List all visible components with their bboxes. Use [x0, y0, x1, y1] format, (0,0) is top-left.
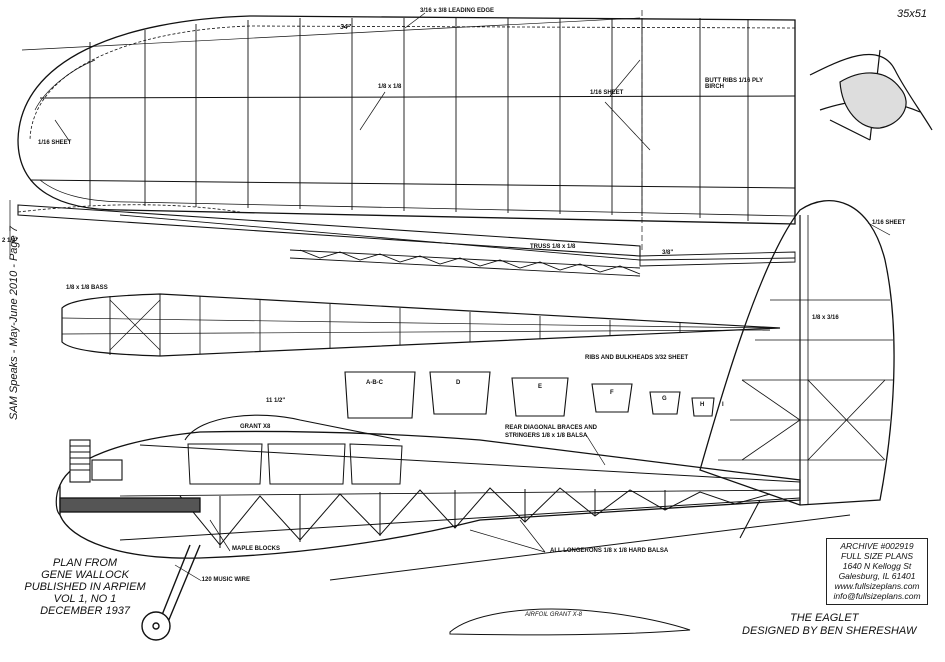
wing-leading-edge-inner: [29, 25, 796, 141]
wing-rear-spar: [29, 179, 796, 189]
stabilizer-bass-label: 1/8 x 1/8 BASS: [66, 285, 108, 291]
bulkhead-g: [649, 391, 681, 415]
wing-main-spar: [39, 95, 796, 99]
ground-line: [329, 514, 851, 581]
plan-from-line-2: GENE WALLOCK: [41, 569, 129, 581]
plan-title: THE EAGLET: [790, 612, 859, 624]
archive-line-1: ARCHIVE #002919: [840, 541, 914, 551]
wing-outline: [17, 15, 796, 225]
cabin-window-3: [349, 443, 403, 485]
source-note: SAM Speaks - May-June 2010 - Page 7: [8, 226, 20, 420]
archive-line-3: 1640 N Kellogg St: [842, 561, 912, 571]
fin-sheet-label: 1/16 SHEET: [872, 220, 906, 226]
butt-ribs-label: BUTT RIBS 1/16 PLY BIRCH: [705, 78, 764, 90]
bulkheads-title: RIBS AND BULKHEADS 3/32 SHEET: [585, 355, 689, 361]
tail-skid: [739, 499, 761, 539]
archive-line-6[interactable]: info@fullsizeplans.com: [833, 591, 921, 601]
fin-outline: [699, 200, 895, 506]
cabin-window-1: [187, 443, 263, 485]
stabilizer-outline: [61, 293, 781, 357]
aircraft-thumbnail-sketch: [809, 49, 933, 141]
scale-code: 35x51: [897, 8, 927, 20]
plan-from-line-1: PLAN FROM: [52, 557, 118, 569]
canopy-top: [184, 414, 401, 441]
fuselage-outline: [59, 430, 801, 559]
wing-truss: [289, 249, 641, 277]
cabin-window-2: [267, 443, 346, 485]
fin-rudder: [699, 200, 895, 506]
bulkhead-label-h: H: [700, 402, 705, 408]
archive-line-2: FULL SIZE PLANS: [840, 551, 914, 561]
bulkhead-label-abc: A-B-C: [366, 380, 383, 386]
designer-credit: DESIGNED BY BEN SHERESHAW: [742, 625, 917, 637]
plan-from-credit: PLAN FROM GENE WALLOCK PUBLISHED IN ARPI…: [20, 557, 150, 617]
plan-from-line-3: PUBLISHED IN ARPIEM: [24, 581, 146, 593]
airfoil-label: AIRFOIL GRANT X-8: [525, 612, 582, 618]
wing-front-view: [9, 200, 796, 267]
fuselage-side-view: [55, 414, 851, 641]
fin-spar-label: 1/8 x 3/16: [812, 315, 839, 321]
wing-plan-view: [17, 10, 796, 250]
maple-block: [59, 497, 201, 513]
bottom-longeron: [119, 497, 801, 541]
wing-ribs: [89, 18, 749, 221]
fuselage-diagonals: [179, 487, 771, 548]
wing-center-width-label: 3/8": [662, 250, 674, 256]
bulkhead-label-d: D: [456, 380, 461, 386]
bulkhead-label-f: F: [610, 390, 614, 396]
wing-trailing-edge-inner: [39, 179, 796, 217]
bulkhead-label-g: G: [662, 396, 667, 402]
fin-ribs: [718, 299, 893, 461]
wing-tip-sheet: [34, 59, 96, 111]
landing-gear: [141, 544, 201, 641]
leader-lines: [54, 12, 891, 581]
longerons-label: ALL LONGERONS 1/8 x 1/8 HARD BALSA: [550, 548, 669, 554]
leading-edge-label: 3/16 x 3/8 LEADING EDGE: [420, 8, 495, 14]
bulkhead-e: [511, 377, 569, 417]
bulkhead-f: [591, 383, 633, 413]
archive-line-5[interactable]: www.fullsizeplans.com: [834, 581, 920, 591]
bulkhead-h: [691, 397, 715, 417]
bulkhead-label-i: I: [722, 402, 724, 408]
wing-span-label: 34": [340, 24, 352, 31]
top-longeron: [139, 444, 801, 483]
engine: [69, 439, 123, 483]
bulkhead-label-e: E: [538, 384, 543, 390]
wing-spar-label: 1/8 x 1/8: [378, 84, 402, 90]
wing-tip-sheet-label: 1/16 SHEET: [38, 140, 72, 146]
music-wire-label: .120 MUSIC WIRE: [200, 577, 251, 583]
wing-center-sheet-label: 1/16 SHEET: [590, 90, 624, 96]
plan-from-line-5: DECEMBER 1937: [40, 605, 130, 617]
maple-blocks-label: MAPLE BLOCKS: [232, 546, 280, 552]
wing-span-dimension: [21, 17, 641, 51]
bulkhead-set: [344, 371, 715, 419]
plan-from-line-4: VOL 1, NO 1: [53, 593, 117, 605]
window-label: GRANT X8: [240, 424, 271, 430]
archive-line-4: Galesburg, IL 61401: [838, 571, 916, 581]
archive-box: ARCHIVE #002919 FULL SIZE PLANS 1640 N K…: [826, 538, 928, 605]
fuselage-length-label: 11 1/2": [266, 398, 286, 404]
truss-label: TRUSS 1/8 x 1/8: [530, 244, 576, 250]
rear-bracing-label: REAR DIAGONAL BRACES AND STRINGERS 1/8 x…: [505, 425, 598, 439]
dihedral-label: 2 1/2": [2, 238, 19, 244]
bulkhead-d: [429, 371, 491, 415]
stabilizer-plan-view: [61, 293, 781, 357]
bulkhead-abc: [344, 371, 416, 419]
airfoil-section: [449, 608, 691, 636]
cowl-nose: [55, 484, 61, 516]
